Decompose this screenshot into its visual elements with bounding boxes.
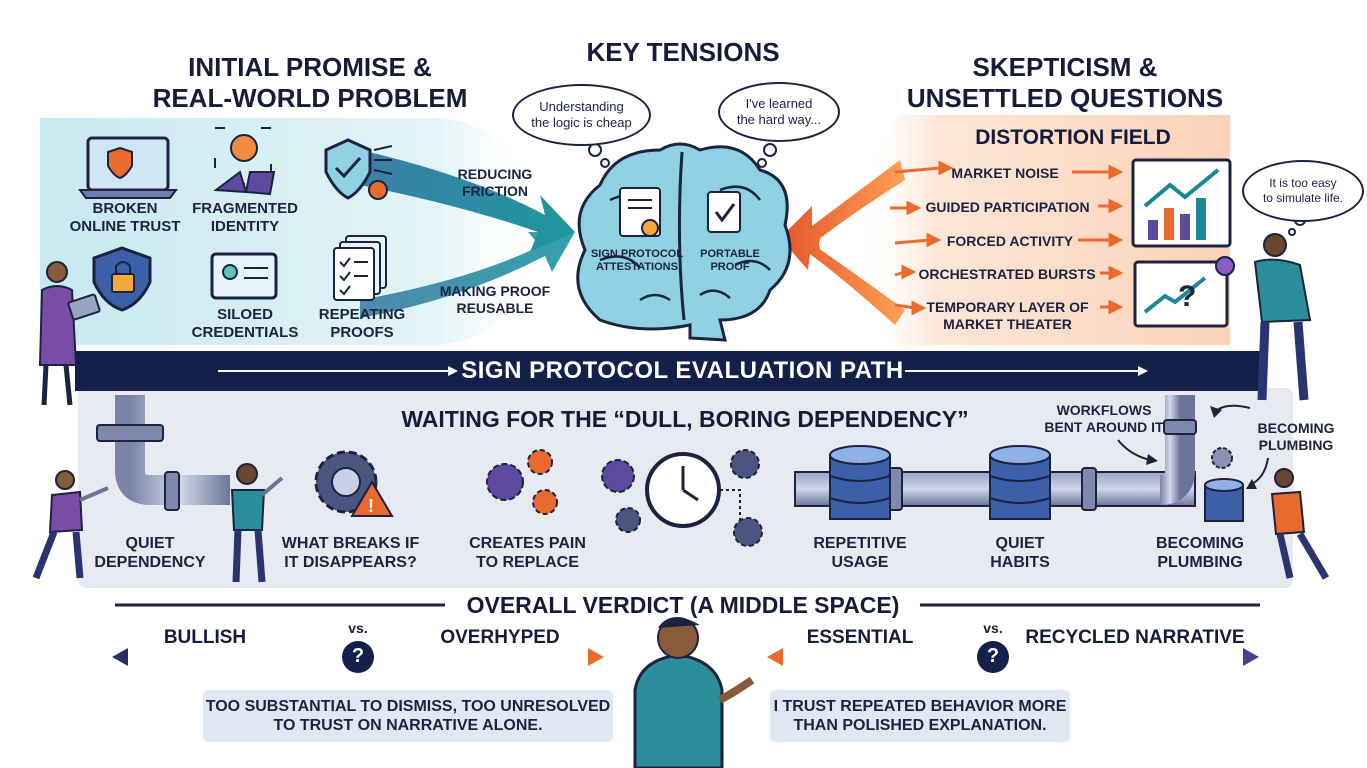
distortion-item: FORCED ACTIVITY xyxy=(946,233,1074,249)
label-workflows-bent: WORKFLOWS BENT AROUND IT xyxy=(1044,402,1164,435)
document-stack-icon xyxy=(333,235,387,301)
database-icon xyxy=(989,445,1051,520)
rising-chart-icon xyxy=(1131,158,1232,248)
gear-warning-icon: ! xyxy=(314,450,394,517)
stage-label: WHAT BREAKS IF IT DISAPPEARS? xyxy=(281,535,420,571)
gears-icon xyxy=(486,449,558,515)
problem-repeating-proofs: REPEATING PROOFS xyxy=(318,306,406,341)
label-making-proof-reusable: MAKING PROOF REUSABLE xyxy=(439,283,551,316)
thinking-man-figure-right xyxy=(1253,233,1312,401)
svg-text:!: ! xyxy=(368,496,374,516)
right-section-title: SKEPTICISM & UNSETTLED QUESTIONS xyxy=(906,52,1224,113)
label-reducing-friction: REDUCING FRICTION xyxy=(457,166,533,199)
shield-check-icon xyxy=(324,138,393,200)
quote-right: I TRUST REPEATED BEHAVIOR MORE THAN POLI… xyxy=(770,690,1070,742)
laptop-lock-icon xyxy=(78,136,178,199)
evaluation-path-band: SIGN PROTOCOL EVALUATION PATH xyxy=(461,357,904,384)
question-icon: ? xyxy=(351,645,365,667)
verdict-overhyped: OVERHYPED xyxy=(440,627,560,648)
thought-bubble-left: Understanding the logic is cheap xyxy=(512,84,651,146)
thought-bubble-skeptic: It is too easy to simulate life. xyxy=(1242,160,1364,222)
center-section-title: KEY TENSIONS xyxy=(586,37,780,67)
stage-label: BECOMING PLUMBING xyxy=(1156,535,1244,571)
verdict-vs-right: vs. xyxy=(983,620,1003,636)
distortion-item: MARKET NOISE xyxy=(951,165,1059,181)
question-chart-icon: ? xyxy=(1133,256,1235,328)
thought-bubble-right: I've learned the hard way... xyxy=(718,82,840,142)
verdict-title: OVERALL VERDICT (A MIDDLE SPACE) xyxy=(466,592,900,618)
brain-icon xyxy=(576,142,792,342)
worker-with-wrench-figure xyxy=(32,470,109,580)
left-section-title: INITIAL PROMISE & REAL-WORLD PROBLEM xyxy=(152,52,468,113)
distortion-item: TEMPORARY LAYER OF MARKET THEATER xyxy=(926,299,1089,332)
question-icon: ? xyxy=(986,645,1000,667)
verdict-recycled-narrative: RECYCLED NARRATIVE xyxy=(1025,627,1245,648)
credential-card-icon xyxy=(210,252,278,300)
stage-label: QUIET DEPENDENCY xyxy=(94,535,206,571)
woman-with-tablet-figure xyxy=(38,261,101,406)
verdict-vs-left: vs. xyxy=(348,620,368,636)
engineer-figure xyxy=(230,463,284,583)
plumber-figure xyxy=(1270,468,1330,580)
thinking-man-center-figure xyxy=(633,617,755,768)
database-icon xyxy=(1204,478,1244,522)
problem-broken-trust: BROKEN ONLINE TRUST xyxy=(69,200,181,235)
quote-left: TOO SUBSTANTIAL TO DISMISS, TOO UNRESOLV… xyxy=(203,690,613,742)
verdict-essential: ESSENTIAL xyxy=(806,627,914,648)
brain-label-attestations: SIGN PROTOCOL ATTESTATIONS xyxy=(590,248,684,273)
svg-text:?: ? xyxy=(1178,280,1196,313)
database-icon xyxy=(829,445,891,520)
distortion-item: ORCHESTRATED BURSTS xyxy=(918,266,1096,282)
fragmented-identity-icon xyxy=(213,127,276,196)
small-gear-icon xyxy=(1211,447,1233,469)
brain-label-portable-proof: PORTABLE PROOF xyxy=(700,248,760,273)
waiting-title: WAITING FOR THE “DULL, BORING DEPENDENCY… xyxy=(401,406,969,432)
problem-siloed-credentials: SILOED CREDENTIALS xyxy=(191,306,299,341)
distortion-item: GUIDED PARTICIPATION xyxy=(925,199,1090,215)
label-becoming-plumbing-top: BECOMING PLUMBING xyxy=(1257,420,1335,453)
verdict-bullish: BULLISH xyxy=(163,627,247,648)
stage-label: QUIET HABITS xyxy=(990,535,1050,571)
stage-label: REPETITIVE USAGE xyxy=(813,535,907,571)
problem-fragmented-identity: FRAGMENTED IDENTITY xyxy=(192,200,298,235)
padlock-shield-icon xyxy=(92,246,152,312)
clock-icon xyxy=(601,449,763,547)
distortion-title: DISTORTION FIELD xyxy=(975,126,1171,149)
stage-label: CREATES PAIN TO REPLACE xyxy=(469,535,586,571)
